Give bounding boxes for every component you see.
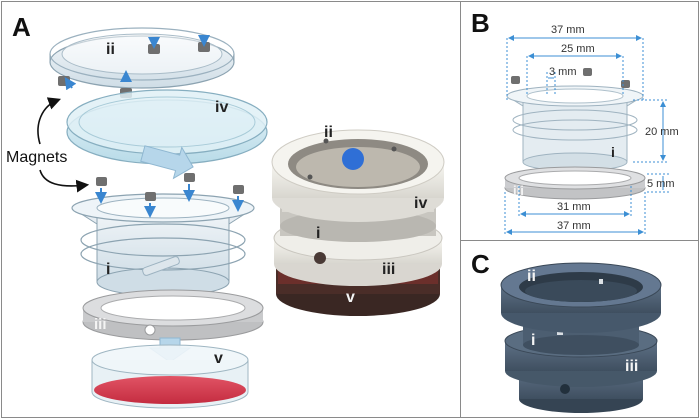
label-iii: iii bbox=[513, 183, 524, 198]
label-iii: iii bbox=[625, 358, 638, 375]
dim-base-outer: 37 mm bbox=[557, 220, 591, 232]
dim-base-height: 5 mm bbox=[647, 178, 675, 190]
photo-label-i: i bbox=[316, 225, 320, 242]
assembled-device-photo bbox=[271, 129, 445, 316]
dim-base-inner: 31 mm bbox=[557, 201, 591, 213]
magnets-label: Magnets bbox=[6, 149, 67, 166]
part-iii-base-ring bbox=[504, 166, 646, 200]
part-v-dish bbox=[91, 344, 249, 409]
panel-b: B bbox=[460, 1, 699, 241]
label-iii: iii bbox=[94, 316, 107, 333]
label-ii: ii bbox=[106, 41, 115, 58]
part-i-insert bbox=[506, 85, 644, 172]
dim-height: 20 mm bbox=[645, 126, 679, 138]
curved-arrow-down bbox=[39, 169, 90, 193]
label-iv: iv bbox=[215, 99, 228, 116]
label-i: i bbox=[531, 332, 535, 349]
panel-a: A bbox=[1, 1, 461, 418]
label-ii: ii bbox=[527, 268, 536, 285]
printed-parts bbox=[500, 262, 662, 413]
magnet-icon bbox=[96, 173, 244, 201]
dimension-lines bbox=[504, 35, 669, 235]
dim-top-width: 37 mm bbox=[551, 24, 585, 36]
panel-a-diagram: ii iv Magnets bbox=[6, 27, 445, 409]
photo-label-iv: iv bbox=[414, 195, 427, 212]
label-i: i bbox=[611, 144, 615, 160]
panel-b-dimension-drawing: i iii 37 mm 25 mm 3 bbox=[504, 24, 679, 235]
photo-label-v: v bbox=[346, 289, 355, 306]
magnet-arrows bbox=[95, 184, 244, 218]
panel-c-printed-parts-photo: ii i iii bbox=[500, 262, 662, 413]
panel-c: C ii i bbox=[460, 240, 699, 418]
part-ii-magnet-ring bbox=[49, 27, 235, 89]
part-i-insert bbox=[71, 193, 255, 297]
photo-label-ii: ii bbox=[324, 124, 333, 141]
dim-inner-width: 25 mm bbox=[561, 43, 595, 55]
photo-label-iii: iii bbox=[382, 261, 395, 278]
label-i: i bbox=[106, 261, 110, 278]
curved-arrow-up bbox=[37, 97, 61, 145]
panel-c-letter: C bbox=[471, 249, 490, 279]
label-v: v bbox=[214, 350, 223, 367]
part-iii-base-ring bbox=[82, 289, 264, 341]
assembly-arrow-1 bbox=[140, 145, 194, 180]
panel-b-letter: B bbox=[471, 8, 490, 38]
dim-slot-width: 3 mm bbox=[549, 66, 577, 78]
magnet-arrows bbox=[64, 35, 210, 91]
panel-a-letter: A bbox=[12, 12, 31, 42]
